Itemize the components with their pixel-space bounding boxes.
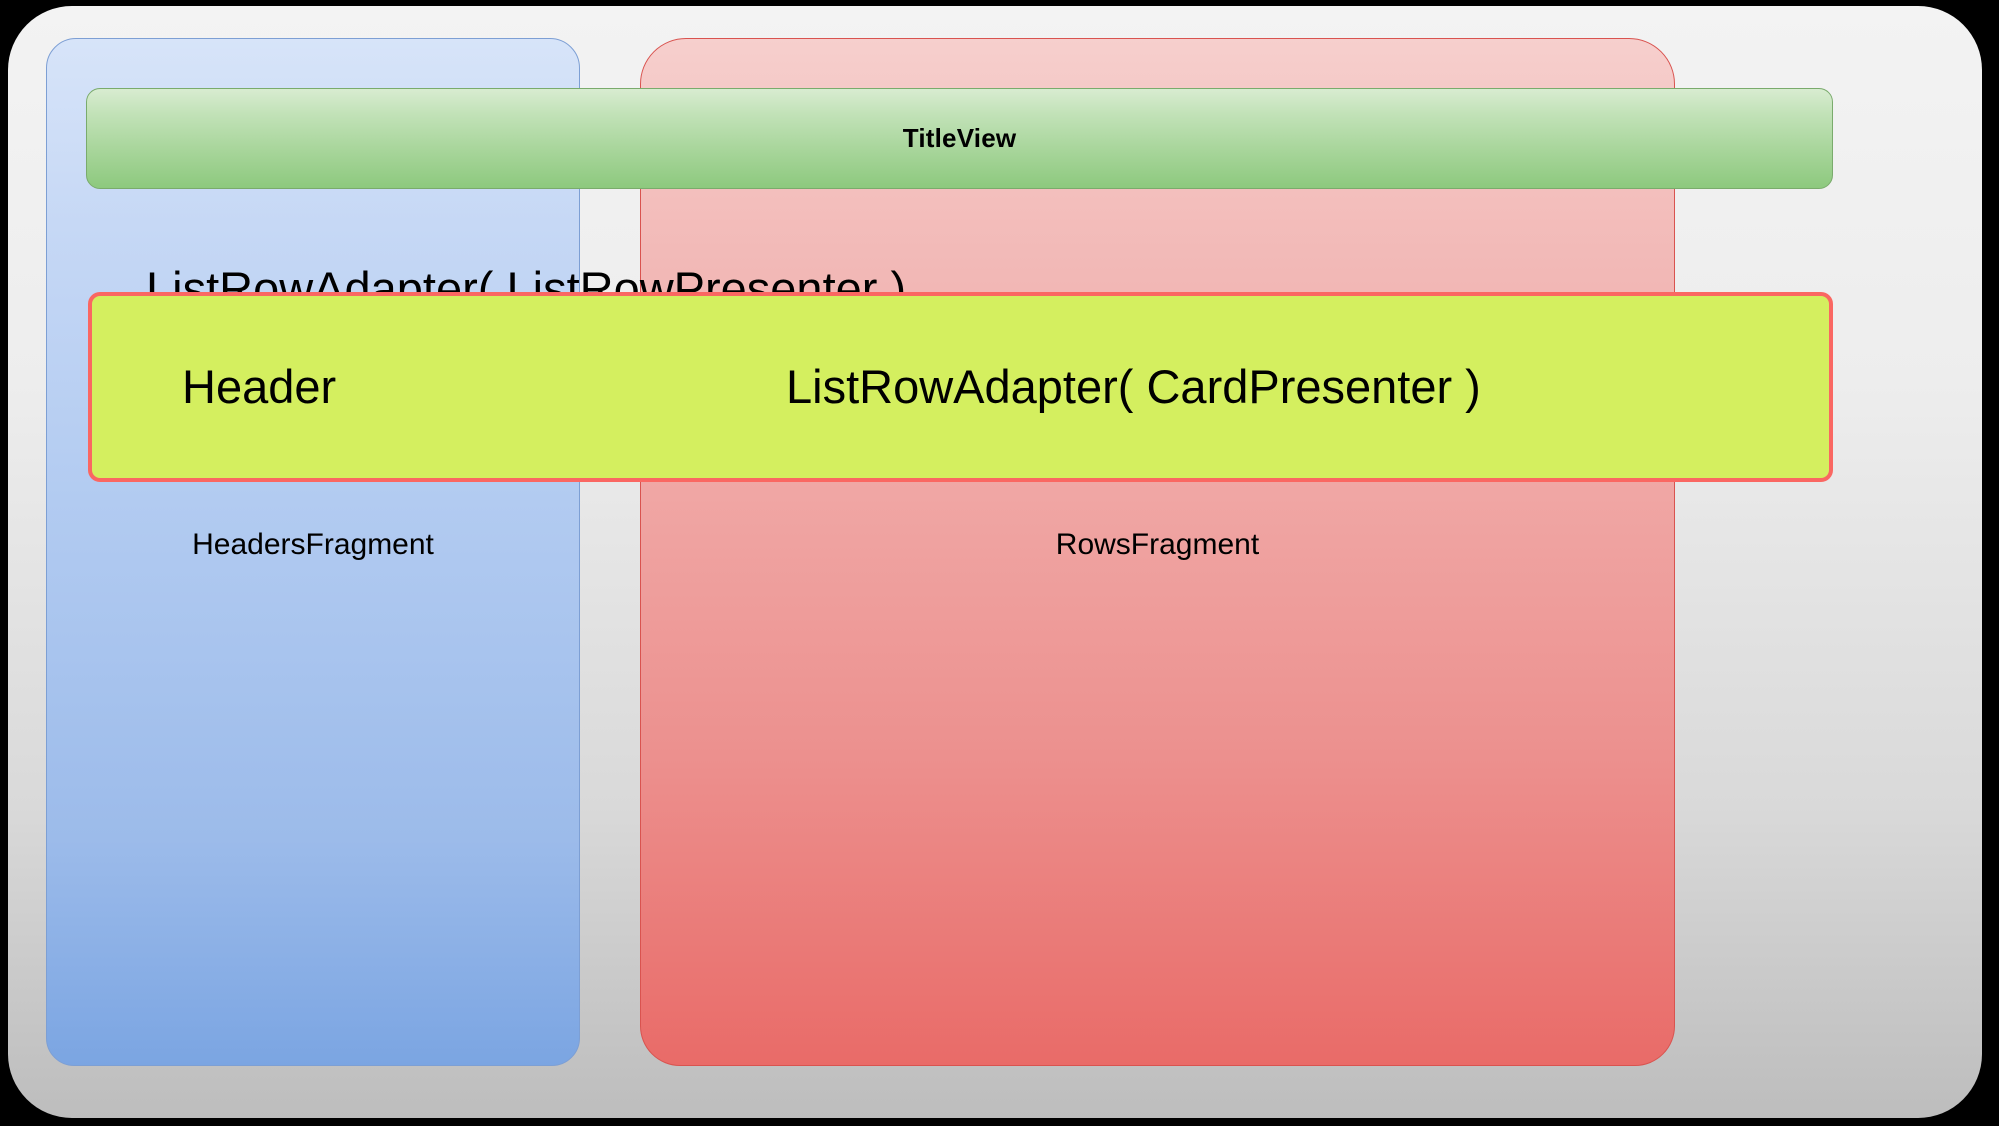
list-row-box-inner: Header ListRowAdapter( CardPresenter ) (92, 296, 1829, 478)
rows-fragment-panel[interactable] (640, 38, 1675, 1066)
title-view-label: TitleView (902, 123, 1017, 153)
headers-fragment-panel[interactable] (46, 38, 580, 1066)
row-header-label: Header (182, 360, 337, 413)
headers-fragment-caption: HeadersFragment (192, 528, 434, 561)
title-view-bar[interactable]: TitleView (86, 88, 1833, 189)
list-row-box[interactable]: Header ListRowAdapter( CardPresenter ) (88, 292, 1833, 482)
rows-fragment-caption: RowsFragment (1055, 528, 1260, 561)
card-presenter-label: ListRowAdapter( CardPresenter ) (786, 360, 1481, 413)
